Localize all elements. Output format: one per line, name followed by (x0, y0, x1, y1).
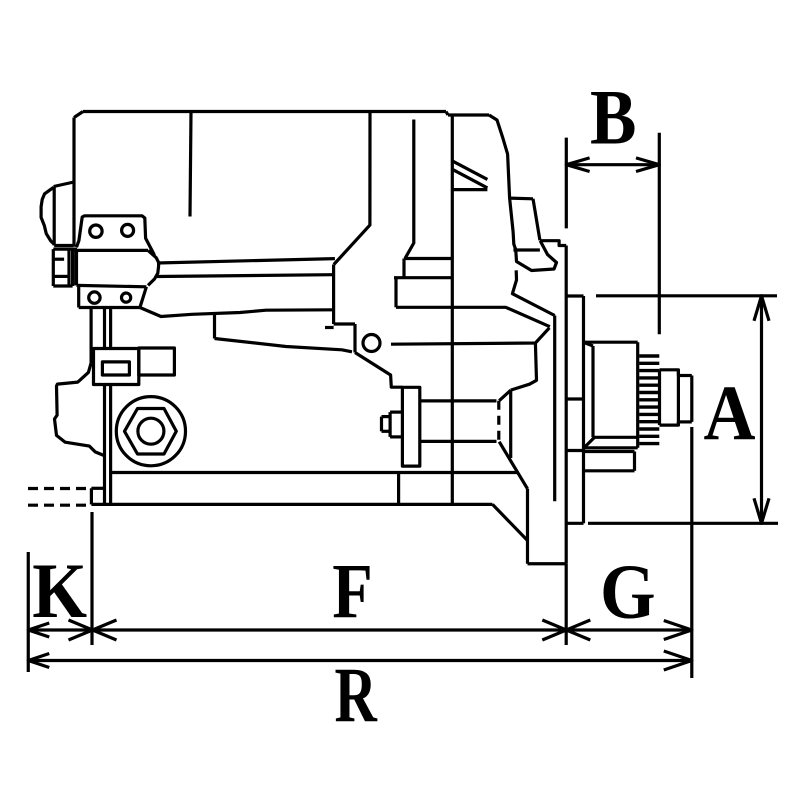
svg-text:R: R (335, 652, 379, 739)
svg-text:F: F (332, 547, 373, 634)
svg-text:G: G (600, 547, 656, 634)
svg-text:K: K (32, 547, 87, 634)
svg-text:A: A (704, 369, 756, 456)
svg-text:B: B (590, 73, 637, 160)
